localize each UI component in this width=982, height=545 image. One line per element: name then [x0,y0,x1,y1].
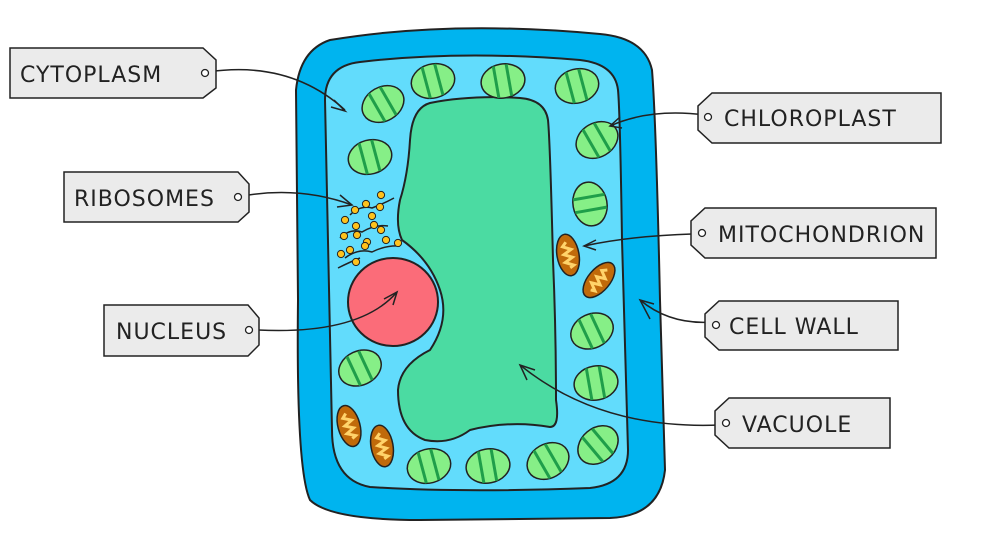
label-arrows [207,69,721,427]
chloroplast [570,312,614,350]
ribosome [393,238,403,248]
label-ribosomes: RIBOSOMES [63,171,250,223]
ribosome [376,190,386,200]
chloroplast [572,181,608,227]
label-vacuole-text: VACUOLE [742,413,852,438]
label-cell-wall-text: CELL WALL [729,315,859,340]
ribosome [369,220,379,230]
nucleus [347,257,439,347]
chloroplast [465,448,511,484]
ribosome [361,199,371,209]
label-nucleus: NUCLEUS [103,304,260,357]
ribosome [351,257,361,267]
chloroplast [406,447,452,485]
chloroplast [554,67,600,105]
ribosome [336,249,346,259]
label-ribosomes-text: RIBOSOMES [74,187,215,212]
chloroplast [338,349,382,387]
ribosome [376,225,386,235]
ribosome [360,241,370,251]
chloroplast [577,425,619,465]
label-nucleus-text: NUCLEUS [116,320,227,345]
mitochondrion [336,404,362,448]
ribosome [381,235,391,245]
mitochondrion [555,233,581,277]
label-mitochondrion-text: MITOCHONDRION [718,223,925,248]
ribosome [350,205,360,215]
label-cytoplasm-text: CYTOPLASM [20,63,162,88]
vacuole [396,96,559,443]
chloroplast [361,84,405,124]
label-cytoplasm: CYTOPLASM [9,47,217,99]
chloroplast [410,62,456,100]
chloroplast [347,138,393,176]
ribosome [375,202,385,212]
label-chloroplast: CHLOROPLAST [697,92,942,144]
chloroplast [526,441,570,481]
label-chloroplast-text: CHLOROPLAST [724,107,897,132]
ribosomes [336,190,403,269]
label-mitochondrion: MITOCHONDRION [690,207,937,259]
chloroplast [480,63,526,99]
ribosome [339,231,349,241]
chloroplast [573,365,619,401]
ribosome [345,245,355,255]
ribosome [340,215,350,225]
ribosome [351,221,361,231]
label-cell-wall: CELL WALL [704,300,899,351]
mitochondrion [582,261,616,299]
mitochondrion [369,424,395,468]
ribosome [352,230,362,240]
chloroplast [575,120,619,160]
label-vacuole: VACUOLE [714,397,891,449]
ribosome [367,211,377,221]
